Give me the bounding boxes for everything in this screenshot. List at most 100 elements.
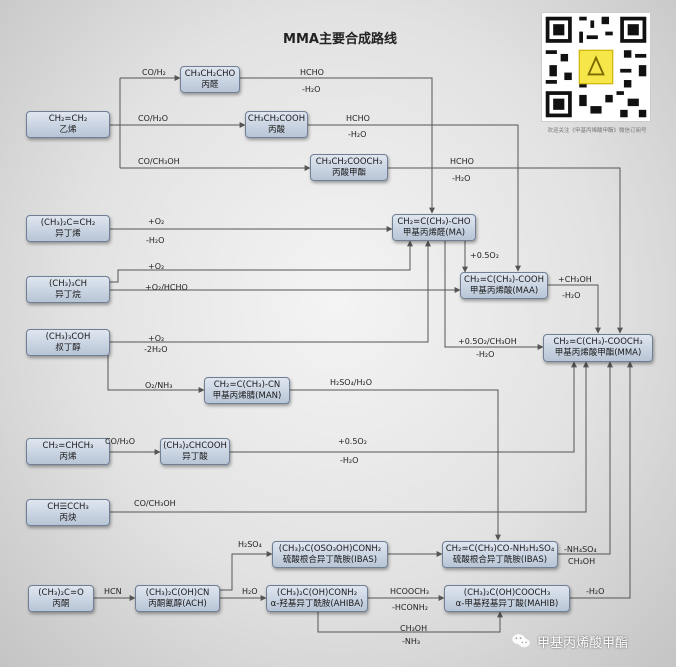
propanal-formula: CH₃CH₂CHO xyxy=(184,68,236,79)
watermark-text: 甲基丙烯酸甲酯 xyxy=(537,635,629,651)
label-co-h2: CO/H₂ xyxy=(142,68,166,77)
label-h2o-add: H₂O xyxy=(242,587,258,596)
label-hcho-2: HCHO xyxy=(346,114,370,123)
line-tba-man xyxy=(107,355,205,393)
line-propanoic-maa xyxy=(308,124,521,272)
label-h2o-3: -H₂O xyxy=(452,174,471,183)
ach-formula: (CH₃)₂C(OH)CN xyxy=(145,587,210,598)
label-co-ch3oh-1: CO/CH₃OH xyxy=(138,157,180,166)
ibas-formula: (CH₃)₂C(OSO₃OH)CONH₂ xyxy=(278,543,382,554)
node-ibas: (CH₃)₂C(OSO₃OH)CONH₂ 硫酸根合异丁酰胺(IBAS) xyxy=(272,541,388,568)
label-half-o2-ch3oh: +0.5O₂/CH₃OH xyxy=(458,337,517,346)
ibas-name: 硫酸根合异丁酰胺(IBAS) xyxy=(282,554,378,565)
mas-name: 硫酸根合异丁酰胺(IBAS) xyxy=(452,554,548,565)
propanoic-formula: CH₃CH₂COOH xyxy=(247,113,306,124)
ahiba-name: α-羟基异丁酰胺(AHIBA) xyxy=(270,598,364,609)
label-nh4so4: -NH₄SO₄ xyxy=(564,545,597,554)
line-ach-ibas xyxy=(220,551,273,591)
line-man-mma xyxy=(290,389,501,541)
node-tert-butanol: (CH₃)₃COH 叔丁醇 xyxy=(26,329,110,356)
wechat-icon xyxy=(512,634,530,648)
label-ch3oh-2: CH₃OH xyxy=(568,557,596,566)
man-name: 甲基丙烯腈(MAN) xyxy=(212,390,282,401)
label-h2o-1: -H₂O xyxy=(302,85,321,94)
propylene-formula: CH₂=CHCH₃ xyxy=(42,440,94,451)
diagram-title: MMA主要合成路线 xyxy=(283,32,397,47)
mahib-formula: (CH₃)₂C(OH)COOCH₃ xyxy=(463,587,551,598)
label-half-o2-2: +0.5O₂ xyxy=(338,437,367,446)
label-h2o-5: -H₂O xyxy=(562,291,581,300)
label-ch3oh-3: CH₃OH xyxy=(400,624,428,633)
isobutylene-formula: (CH₃)₂C=CH₂ xyxy=(40,217,96,228)
label-o2-nh3: O₂/NH₃ xyxy=(145,381,173,390)
node-propanoic-acid: CH₃CH₂COOH 丙酸 xyxy=(245,111,308,138)
label-h2o-9: -H₂O xyxy=(586,587,605,596)
label-half-o2-1: +0.5O₂ xyxy=(470,251,499,260)
node-ahiba: (CH₃)₂C(OH)CONH₂ α-羟基异丁酰胺(AHIBA) xyxy=(266,585,368,612)
node-mahib: (CH₃)₂C(OH)COOCH₃ α-甲基羟基异丁酸(MAHIB) xyxy=(444,585,570,612)
label-co-h2o-1: CO/H₂O xyxy=(138,114,169,123)
mma-formula: CH₂=C(CH₃)-COOCH₃ xyxy=(553,337,643,347)
line-mahib-mma xyxy=(570,361,633,599)
acetone-formula: (CH₃)₂C=O xyxy=(38,587,84,598)
line-isobutane-ma xyxy=(110,240,413,283)
label-h2o-7: -H₂O xyxy=(476,350,495,359)
node-acetone: (CH₃)₂C=O 丙酮 xyxy=(28,585,94,612)
line-ahiba-mahib-nh3 xyxy=(317,611,503,633)
label-o2-2: +O₂ xyxy=(148,262,165,271)
isobutane-name: 异丁烷 xyxy=(55,289,81,300)
node-isobutylene: (CH₃)₂C=CH₂ 异丁烯 xyxy=(26,215,110,242)
mahib-name: α-甲基羟基异丁酸(MAHIB) xyxy=(455,598,559,609)
mp-name: 丙酸甲酯 xyxy=(331,167,366,178)
node-isobutyric-acid: (CH₃)₂CHCOOH 异丁酸 xyxy=(160,438,230,465)
label-co-h2o-2: CO/H₂O xyxy=(105,437,136,446)
line-ethylene-stem xyxy=(110,78,121,126)
maa-formula: CH₂=C(CH₃)-COOH xyxy=(464,274,544,285)
label-hcn: HCN xyxy=(104,587,122,596)
label-o2-hcho: +O₂/HCHO xyxy=(145,283,188,292)
line-propanal-ma xyxy=(240,77,435,214)
iba-name: 异丁酸 xyxy=(182,451,208,462)
isobutane-formula: (CH₃)₃CH xyxy=(48,278,88,289)
ma-formula: CH₂=C(CH₃)-CHO xyxy=(397,216,471,227)
ethylene-name: 乙烯 xyxy=(59,124,77,135)
ma-name: 甲基丙烯醛(MA) xyxy=(402,227,466,238)
line-tba-ma xyxy=(110,240,431,343)
label-hconh2: -HCONH₂ xyxy=(392,603,428,612)
wechat-watermark: 甲基丙烯酸甲酯 xyxy=(510,630,628,652)
tba-name: 叔丁醇 xyxy=(55,342,81,353)
node-man: CH₂=C(CH₃)-CN 甲基丙烯腈(MAN) xyxy=(204,377,290,404)
node-methyl-propionate: CH₃CH₂COOCH₃ 丙酸甲酯 xyxy=(310,154,388,181)
line-maa-mma xyxy=(548,284,601,334)
propanal-name: 丙醛 xyxy=(201,79,219,90)
node-propyne: CH☰CCH₃ 丙炔 xyxy=(26,499,110,526)
node-isobutane: (CH₃)₃CH 异丁烷 xyxy=(26,276,110,303)
line-ma-mma xyxy=(444,241,544,350)
mma-name: 甲基丙烯酸甲酯(MMA) xyxy=(554,348,642,358)
ethylene-formula: CH₂=CH₂ xyxy=(48,113,88,124)
node-maa: CH₂=C(CH₃)-COOH 甲基丙烯酸(MAA) xyxy=(460,272,548,299)
label-h2o-8: -H₂O xyxy=(340,456,359,465)
line-iba-mma xyxy=(230,361,577,453)
propyne-name: 丙炔 xyxy=(59,512,77,523)
label-h2o-2: -H₂O xyxy=(348,130,367,139)
ahiba-formula: (CH₃)₂C(OH)CONH₂ xyxy=(276,587,358,598)
node-ethylene: CH₂=CH₂ 乙烯 xyxy=(26,111,110,138)
line-mp-mma xyxy=(388,167,623,334)
label-co-ch3oh-2: CO/CH₃OH xyxy=(134,499,176,508)
node-mas: CH₂=C(CH₃)CO-NH₂H₂SO₄ 硫酸根合异丁酰胺(IBAS) xyxy=(442,541,558,568)
label-o2-3: +O₂ xyxy=(148,334,165,343)
propanoic-name: 丙酸 xyxy=(267,124,285,135)
qr-code-image xyxy=(541,12,651,122)
line-propyne-mma xyxy=(110,361,589,513)
label-o2-1: +O₂ xyxy=(148,217,165,226)
label-hcho-3: HCHO xyxy=(450,157,474,166)
line-mas-mma xyxy=(558,361,613,555)
mas-formula: CH₂=C(CH₃)CO-NH₂H₂SO₄ xyxy=(445,543,555,554)
node-propanal: CH₃CH₂CHO 丙醛 xyxy=(180,66,240,93)
tba-formula: (CH₃)₃COH xyxy=(45,331,91,342)
label-hcooch3: HCOOCH₃ xyxy=(390,587,430,596)
label-h2so4: H₂SO₄ xyxy=(238,540,262,549)
